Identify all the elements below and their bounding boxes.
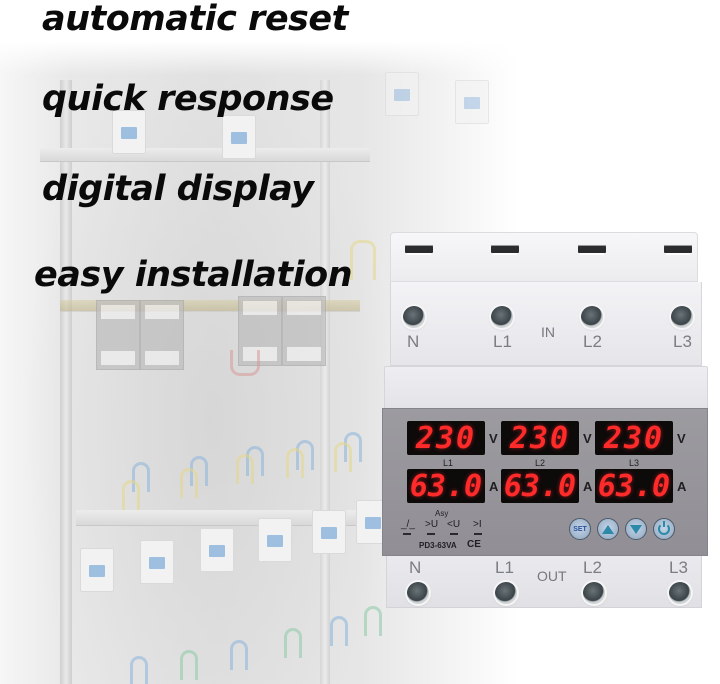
output-terminal-l3: L3 [669,558,688,577]
input-terminal-l1: L1 [493,332,512,351]
set-button-label: SET [573,525,587,533]
voltage-display-l2: 230 [501,421,579,456]
wire [132,462,150,492]
voltage-unit-l1: V [489,431,498,446]
wire [330,616,348,646]
terminal-slot [491,245,519,253]
device-top-cover [390,232,698,282]
feature-automatic-reset: automatic reset [42,0,348,39]
feature-quick-response: quick response [42,79,334,119]
breaker [112,110,146,154]
current-display-l2: 63.0 [501,469,579,504]
current-unit-l3: A [677,479,687,494]
wire [180,468,198,498]
wire [230,640,248,670]
voltage-unit-l3: V [677,431,686,446]
breaker [200,528,234,572]
indicator-undervoltage: <U [447,519,461,530]
current-unit-l2: A [583,479,593,494]
indicator-led [474,533,482,535]
device-front-ridge [384,366,708,410]
contactor [282,296,326,366]
wire [334,442,352,472]
screw-icon[interactable] [491,306,513,328]
input-terminal-band: N L1 IN L2 L3 [390,282,702,366]
wire [286,448,304,478]
set-button[interactable]: SET [569,518,591,540]
output-terminal-l1: L1 [495,558,514,577]
input-terminal-l2: L2 [583,332,602,351]
indicator-overcurrent: >I [473,519,482,530]
breaker [455,80,489,124]
model-number: PD3-63VA [419,541,457,550]
indicator-led [403,533,411,535]
wire [180,650,198,680]
up-button[interactable] [597,518,619,540]
indicator-led [450,533,458,535]
indicator-switch: _/_ [401,519,415,530]
voltage-unit-l2: V [583,431,592,446]
screw-icon[interactable] [495,582,517,604]
breaker [258,518,292,562]
screw-icon[interactable] [669,582,691,604]
breaker [385,72,419,116]
voltage-display-l3: 230 [595,421,673,456]
screw-icon[interactable] [583,582,605,604]
contactor [140,300,184,370]
cabinet-rail-right [320,80,330,684]
breaker [140,540,174,584]
input-terminal-n: N [407,332,420,351]
phase-label-l2: L2 [535,458,546,468]
indicator-overvoltage: >U [425,519,439,530]
breaker [80,548,114,592]
current-display-l1: 63.0 [407,469,485,504]
down-button[interactable] [625,518,647,540]
contactor [96,300,140,370]
terminal-slot [405,245,433,253]
wire [230,350,260,376]
output-terminal-band: N L1 OUT L2 L3 [386,556,702,608]
screw-icon[interactable] [407,582,429,604]
up-arrow-icon [602,524,614,534]
output-label: OUT [537,568,567,584]
output-terminal-l2: L2 [583,558,602,577]
voltage-protector-device: N L1 IN L2 L3 230 V 230 V 230 V L1 L2 L3… [382,232,708,608]
phase-label-l1: L1 [443,458,454,468]
terminal-slot [578,245,606,253]
ce-mark: CE [467,539,481,550]
screw-icon[interactable] [671,306,693,328]
cabinet-shelf-top [40,148,370,162]
wire [364,606,382,636]
feature-easy-installation: easy installation [34,255,353,295]
wire [350,240,376,280]
cabinet-rail-left [60,80,72,684]
indicator-led [427,533,435,535]
screw-icon[interactable] [403,306,425,328]
power-button[interactable] [653,518,675,540]
terminal-slot [664,245,692,253]
phase-label-l3: L3 [629,458,640,468]
input-terminal-l3: L3 [673,332,692,351]
voltage-display-l1: 230 [407,421,485,456]
power-icon [658,521,670,535]
cabinet-shelf-mid [76,510,376,526]
display-panel: 230 V 230 V 230 V L1 L2 L3 63.0 A 63.0 A… [382,408,708,556]
breaker [312,510,346,554]
screw-icon[interactable] [581,306,603,328]
contactor [238,296,282,366]
wire [284,628,302,658]
wire [130,656,148,684]
down-arrow-icon [630,524,642,534]
top-fade [0,0,720,75]
input-label: IN [541,324,555,340]
wire [236,454,254,484]
current-unit-l1: A [489,479,499,494]
feature-digital-display: digital display [42,169,314,209]
breaker [222,115,256,159]
current-display-l3: 63.0 [595,469,673,504]
output-terminal-n: N [409,558,422,577]
asymmetry-group-label: Asy [435,509,449,518]
wire [122,480,140,510]
